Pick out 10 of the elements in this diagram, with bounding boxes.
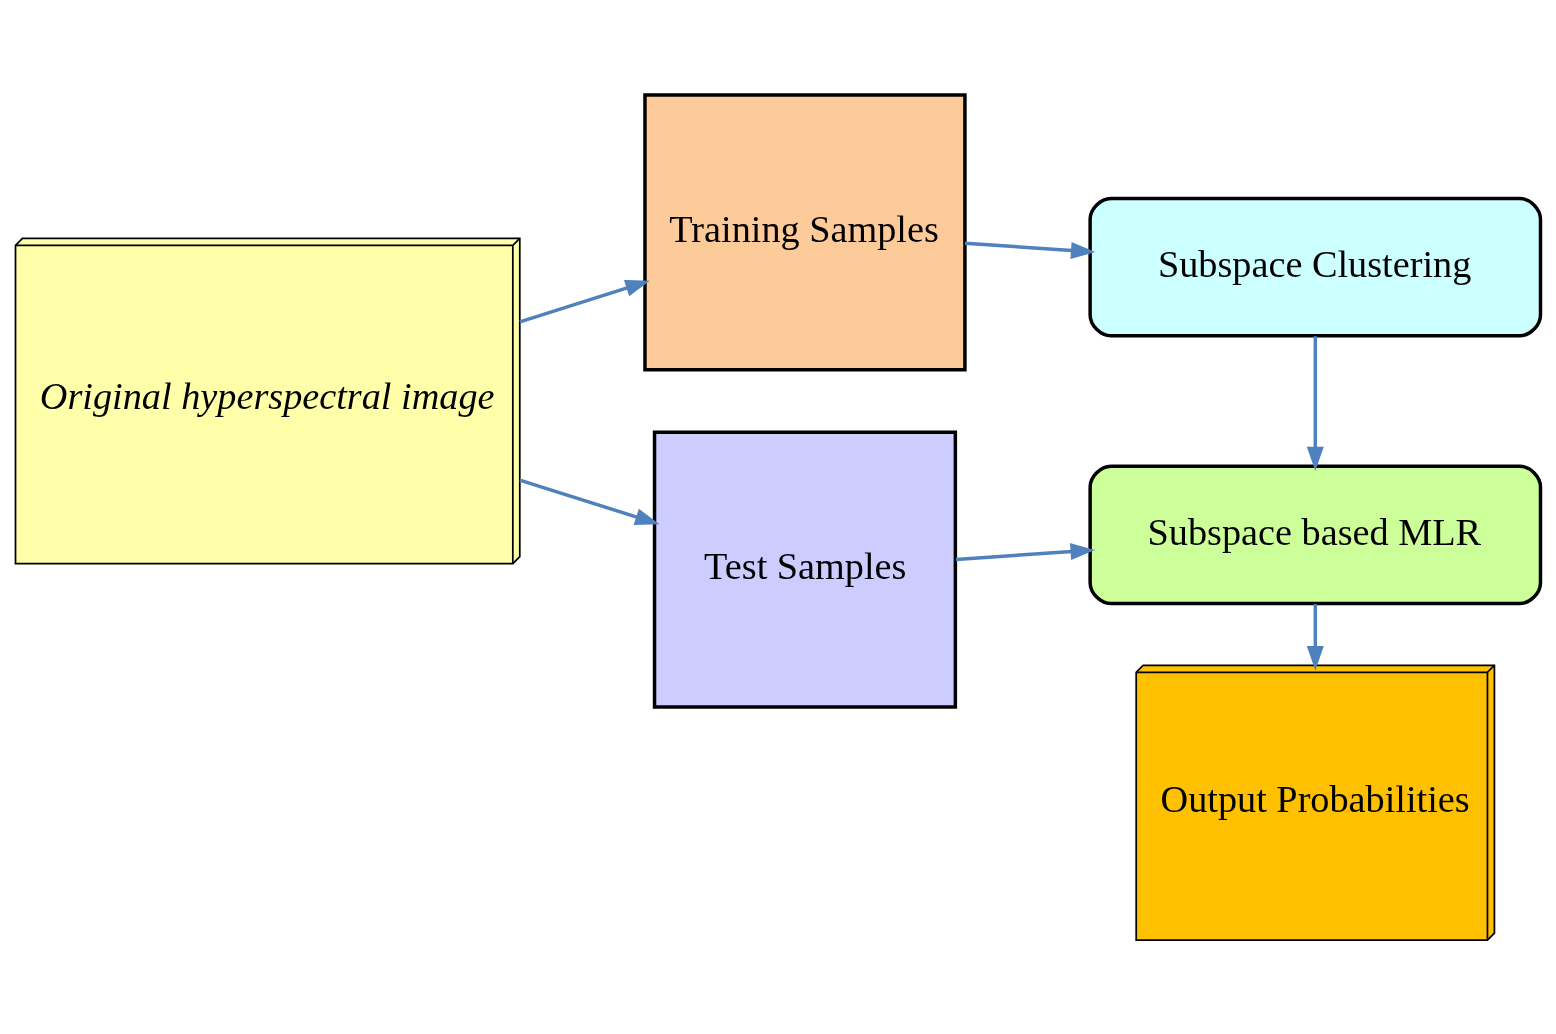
arrow: [519, 478, 660, 525]
node-box: Subspace based MLR: [1088, 463, 1543, 605]
arrow: [955, 542, 1095, 561]
arrow: [964, 240, 1096, 259]
node-box: Test Samples: [652, 430, 958, 709]
arrow: [519, 279, 650, 323]
arrow: [1306, 335, 1324, 471]
node-box: Training Samples: [643, 92, 967, 371]
arrow: [1306, 603, 1324, 670]
node-box: Subspace Clustering: [1088, 196, 1543, 338]
